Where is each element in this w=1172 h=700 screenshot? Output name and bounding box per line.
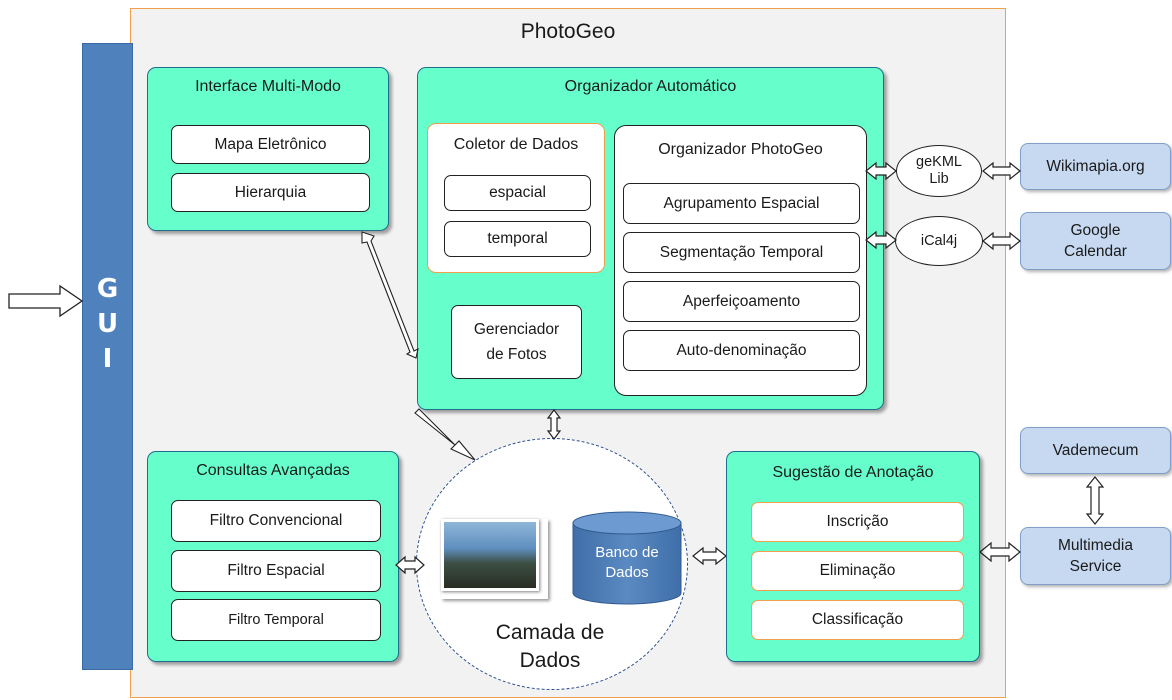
database-cylinder-icon	[572, 511, 682, 605]
multimedia-service-box: Multimedia Service	[1020, 527, 1171, 585]
eliminacao-box: Eliminação	[751, 551, 964, 591]
multimedia-line1: Multimedia	[1058, 537, 1133, 554]
google-line1: Google	[1070, 222, 1121, 239]
organizador-photogeo-title: Organizador PhotoGeo	[658, 141, 823, 158]
input-arrow-icon	[8, 284, 84, 318]
filtro-espacial-box: Filtro Espacial	[171, 550, 381, 592]
google-line2: Calendar	[1064, 243, 1127, 260]
consultas-avancadas-panel: Consultas Avançadas Filtro Convencional …	[147, 451, 399, 662]
banco-line2: Dados	[605, 564, 649, 581]
coletor-title: Coletor de Dados	[453, 136, 579, 153]
organizador-photogeo-box: Organizador PhotoGeo Agrupamento Espacia…	[614, 125, 867, 396]
interface-multi-modo-panel: Interface Multi-Modo Mapa Eletrônico Hie…	[147, 67, 389, 231]
gui-label: G U I	[83, 272, 132, 377]
photo-thumbnail-image	[441, 519, 539, 591]
segmentacao-temporal-box: Segmentação Temporal	[623, 232, 860, 273]
sugestao-panel-title: Sugestão de Anotação	[772, 464, 934, 481]
banco-de-dados-label: Banco de Dados	[573, 543, 681, 583]
suggestion-multimedia-arrow-icon	[979, 541, 1021, 563]
mapa-eletronico-box: Mapa Eletrônico	[171, 125, 370, 164]
ical-google-arrow-icon	[982, 231, 1021, 251]
filtro-convencional-box: Filtro Convencional	[171, 500, 381, 542]
collector-data-arrow-icon	[414, 408, 476, 461]
camada-de-dados-label: Camada de Dados	[470, 619, 630, 675]
hierarquia-box: Hierarquia	[171, 173, 370, 212]
gui-letter-u: U	[96, 309, 119, 339]
organizer-data-double-arrow-icon	[546, 409, 562, 440]
inscricao-box: Inscrição	[751, 502, 964, 542]
organizer-gekml-arrow-icon	[865, 161, 897, 181]
agrupamento-espacial-box: Agrupamento Espacial	[623, 183, 860, 224]
espacial-box: espacial	[444, 175, 591, 211]
diagram-title: PhotoGeo	[520, 20, 616, 43]
wikimapia-box: Wikimapia.org	[1020, 143, 1171, 190]
gekml-lib-ellipse: geKML Lib	[896, 145, 982, 197]
google-calendar-box: Google Calendar	[1020, 212, 1171, 270]
gui-letter-i: I	[102, 344, 113, 374]
data-suggestion-arrow-icon	[692, 546, 727, 566]
sugestao-de-anotacao-panel: Sugestão de Anotação Inscrição Eliminaçã…	[726, 451, 980, 662]
queries-data-arrow-icon	[395, 555, 425, 575]
ical4j-ellipse: iCal4j	[895, 216, 983, 266]
temporal-box: temporal	[444, 221, 591, 257]
gui-letter-g: G	[96, 274, 119, 304]
organizador-automatico-panel: Organizador Automático Coletor de Dados …	[417, 67, 884, 410]
aperfeicoamento-box: Aperfeiçoamento	[623, 281, 860, 322]
coletor-de-dados-box: Coletor de Dados espacial temporal	[427, 123, 605, 273]
organizer-panel-title: Organizador Automático	[564, 78, 737, 95]
interface-diagonal-arrow-icon	[361, 231, 419, 359]
banco-line1: Banco de	[595, 544, 659, 561]
classificacao-box: Classificação	[751, 600, 964, 640]
gekml-line2: Lib	[929, 171, 949, 187]
multimedia-line2: Service	[1069, 558, 1122, 575]
organizer-ical-arrow-icon	[865, 230, 897, 250]
camada-line1: Camada de	[495, 621, 605, 644]
gekml-line1: geKML	[916, 154, 962, 170]
auto-denominacao-box: Auto-denominação	[623, 330, 860, 371]
gui-bar: G U I	[82, 43, 133, 670]
consultas-panel-title: Consultas Avançadas	[196, 462, 350, 479]
gekml-wikimapia-arrow-icon	[982, 161, 1021, 181]
gerenciador-line2: de Fotos	[486, 346, 547, 363]
gerenciador-de-fotos-box: Gerenciador de Fotos	[451, 305, 582, 379]
filtro-temporal-box: Filtro Temporal	[171, 599, 381, 641]
interface-panel-title: Interface Multi-Modo	[195, 78, 341, 95]
vademecum-multimedia-arrow-icon	[1085, 476, 1105, 525]
gerenciador-line1: Gerenciador	[473, 321, 560, 338]
camada-line2: Dados	[519, 649, 581, 672]
vademecum-box: Vademecum	[1020, 427, 1171, 474]
